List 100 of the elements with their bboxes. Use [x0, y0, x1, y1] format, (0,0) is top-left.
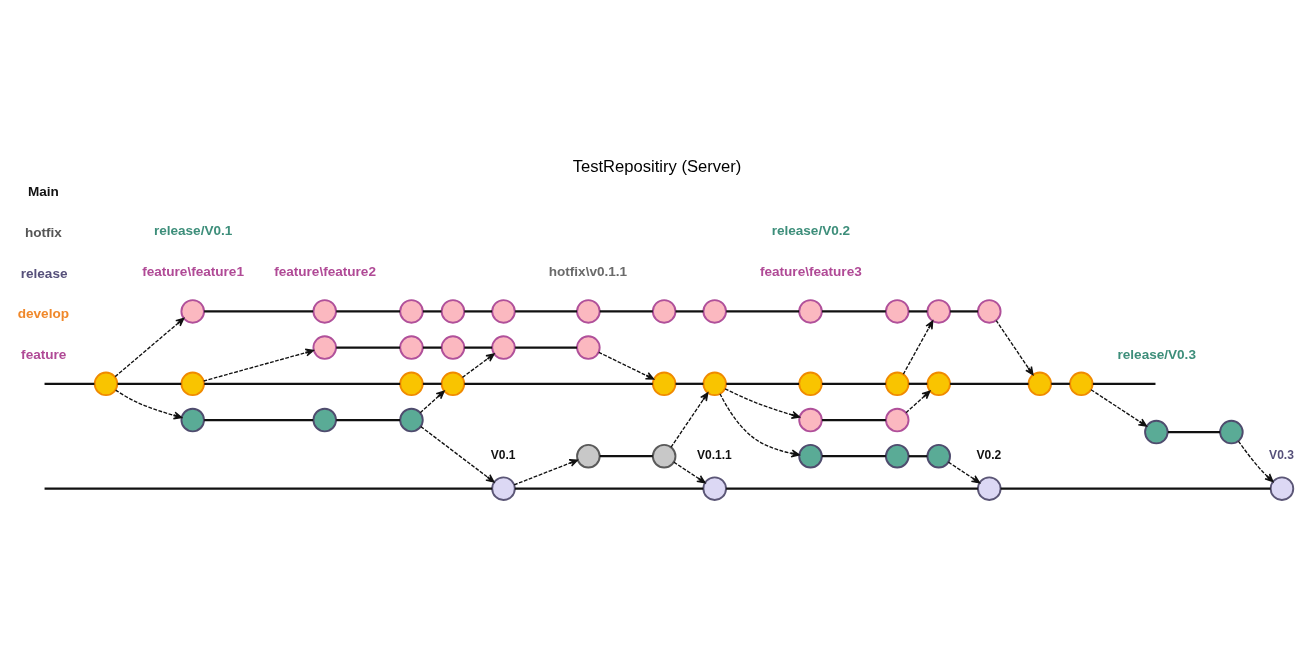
arrow — [461, 352, 495, 378]
node-circle — [702, 298, 727, 324]
connector — [822, 418, 886, 421]
connector — [726, 309, 800, 313]
label: hotfix\v0.1.1 — [548, 263, 628, 278]
connector — [422, 346, 442, 349]
arrow — [1237, 440, 1274, 482]
node-circle — [977, 298, 1002, 324]
node-circle — [399, 371, 424, 396]
node-circle — [180, 371, 205, 396]
connector — [44, 487, 493, 490]
connector — [204, 382, 401, 385]
node-circle — [399, 334, 424, 360]
arrow — [719, 392, 800, 457]
node-circle — [798, 443, 823, 468]
node-circle — [926, 298, 951, 324]
node-circle — [491, 298, 516, 324]
connector — [1000, 487, 1271, 490]
node-circle — [651, 298, 677, 324]
arrow — [419, 389, 445, 413]
arrow — [673, 461, 706, 483]
label: release/V0.3 — [1117, 346, 1196, 362]
node-circle — [93, 371, 119, 396]
node-circle — [651, 371, 677, 396]
connector — [336, 418, 400, 421]
arrow — [1090, 388, 1148, 427]
connector — [117, 382, 182, 385]
node-circle — [1144, 419, 1169, 444]
connector — [950, 382, 1029, 385]
node-circle — [491, 475, 516, 501]
connector — [515, 346, 577, 349]
connector — [204, 309, 314, 313]
connector — [464, 309, 493, 313]
arrow — [670, 391, 709, 448]
node-circle — [885, 298, 910, 324]
node-circle — [798, 298, 823, 324]
diagram-title: TestRepositiry (Server) — [572, 156, 742, 176]
connector — [908, 382, 928, 385]
label: release/V0.1 — [153, 222, 233, 238]
node-circle — [399, 407, 424, 432]
node-circle — [885, 371, 910, 396]
arrow — [598, 351, 655, 380]
connector — [822, 309, 886, 313]
node-circle — [1027, 371, 1053, 396]
node-circle — [885, 443, 910, 468]
node-circle — [702, 475, 727, 501]
connector — [908, 454, 928, 457]
node-circle — [926, 371, 951, 396]
node-label: V0.3 — [1269, 447, 1294, 462]
arrow — [203, 348, 315, 382]
node-circle — [1219, 419, 1244, 444]
node-circle — [576, 298, 601, 324]
arrow — [420, 425, 495, 483]
arrow — [114, 317, 185, 377]
node-circle — [440, 371, 466, 396]
label: develop — [17, 306, 69, 321]
node-circle — [1269, 475, 1295, 501]
node-circle — [491, 334, 516, 360]
node-label: V0.1 — [490, 447, 516, 462]
node-circle — [651, 443, 677, 468]
connector — [599, 309, 653, 313]
node-circle — [440, 298, 466, 324]
node-circle — [798, 371, 823, 396]
label: Main — [27, 183, 59, 199]
node-circle — [576, 443, 601, 468]
arrow — [905, 389, 931, 413]
arrow — [513, 458, 579, 485]
connector — [1051, 382, 1070, 385]
connector — [336, 346, 400, 349]
arrow — [902, 319, 934, 375]
label: feature\feature1 — [142, 263, 244, 278]
connector — [950, 309, 978, 313]
connector — [675, 309, 704, 313]
node-circle — [440, 334, 466, 360]
connector — [822, 454, 886, 457]
connector — [675, 382, 704, 385]
connector — [422, 309, 442, 313]
node-label: V0.2 — [976, 447, 1002, 462]
connector — [336, 309, 400, 313]
connector — [726, 487, 978, 490]
connector — [908, 309, 928, 313]
node-circle — [399, 298, 424, 324]
connector — [599, 454, 653, 457]
label: feature\feature3 — [759, 263, 862, 278]
node-circle — [798, 407, 823, 432]
node-label: V0.1.1 — [696, 447, 732, 462]
connector — [822, 382, 886, 385]
node-circle — [977, 475, 1002, 501]
arrow — [115, 388, 183, 419]
label: feature — [21, 346, 67, 362]
node-circle — [926, 443, 951, 468]
label: hotfix — [24, 224, 62, 240]
connector — [1092, 382, 1156, 385]
node-circle — [312, 334, 337, 360]
connector — [726, 382, 800, 385]
connector — [422, 382, 442, 385]
label: release — [20, 265, 68, 281]
node-circle — [180, 407, 205, 432]
label: release/V0.2 — [771, 222, 851, 238]
arrow — [995, 319, 1034, 375]
